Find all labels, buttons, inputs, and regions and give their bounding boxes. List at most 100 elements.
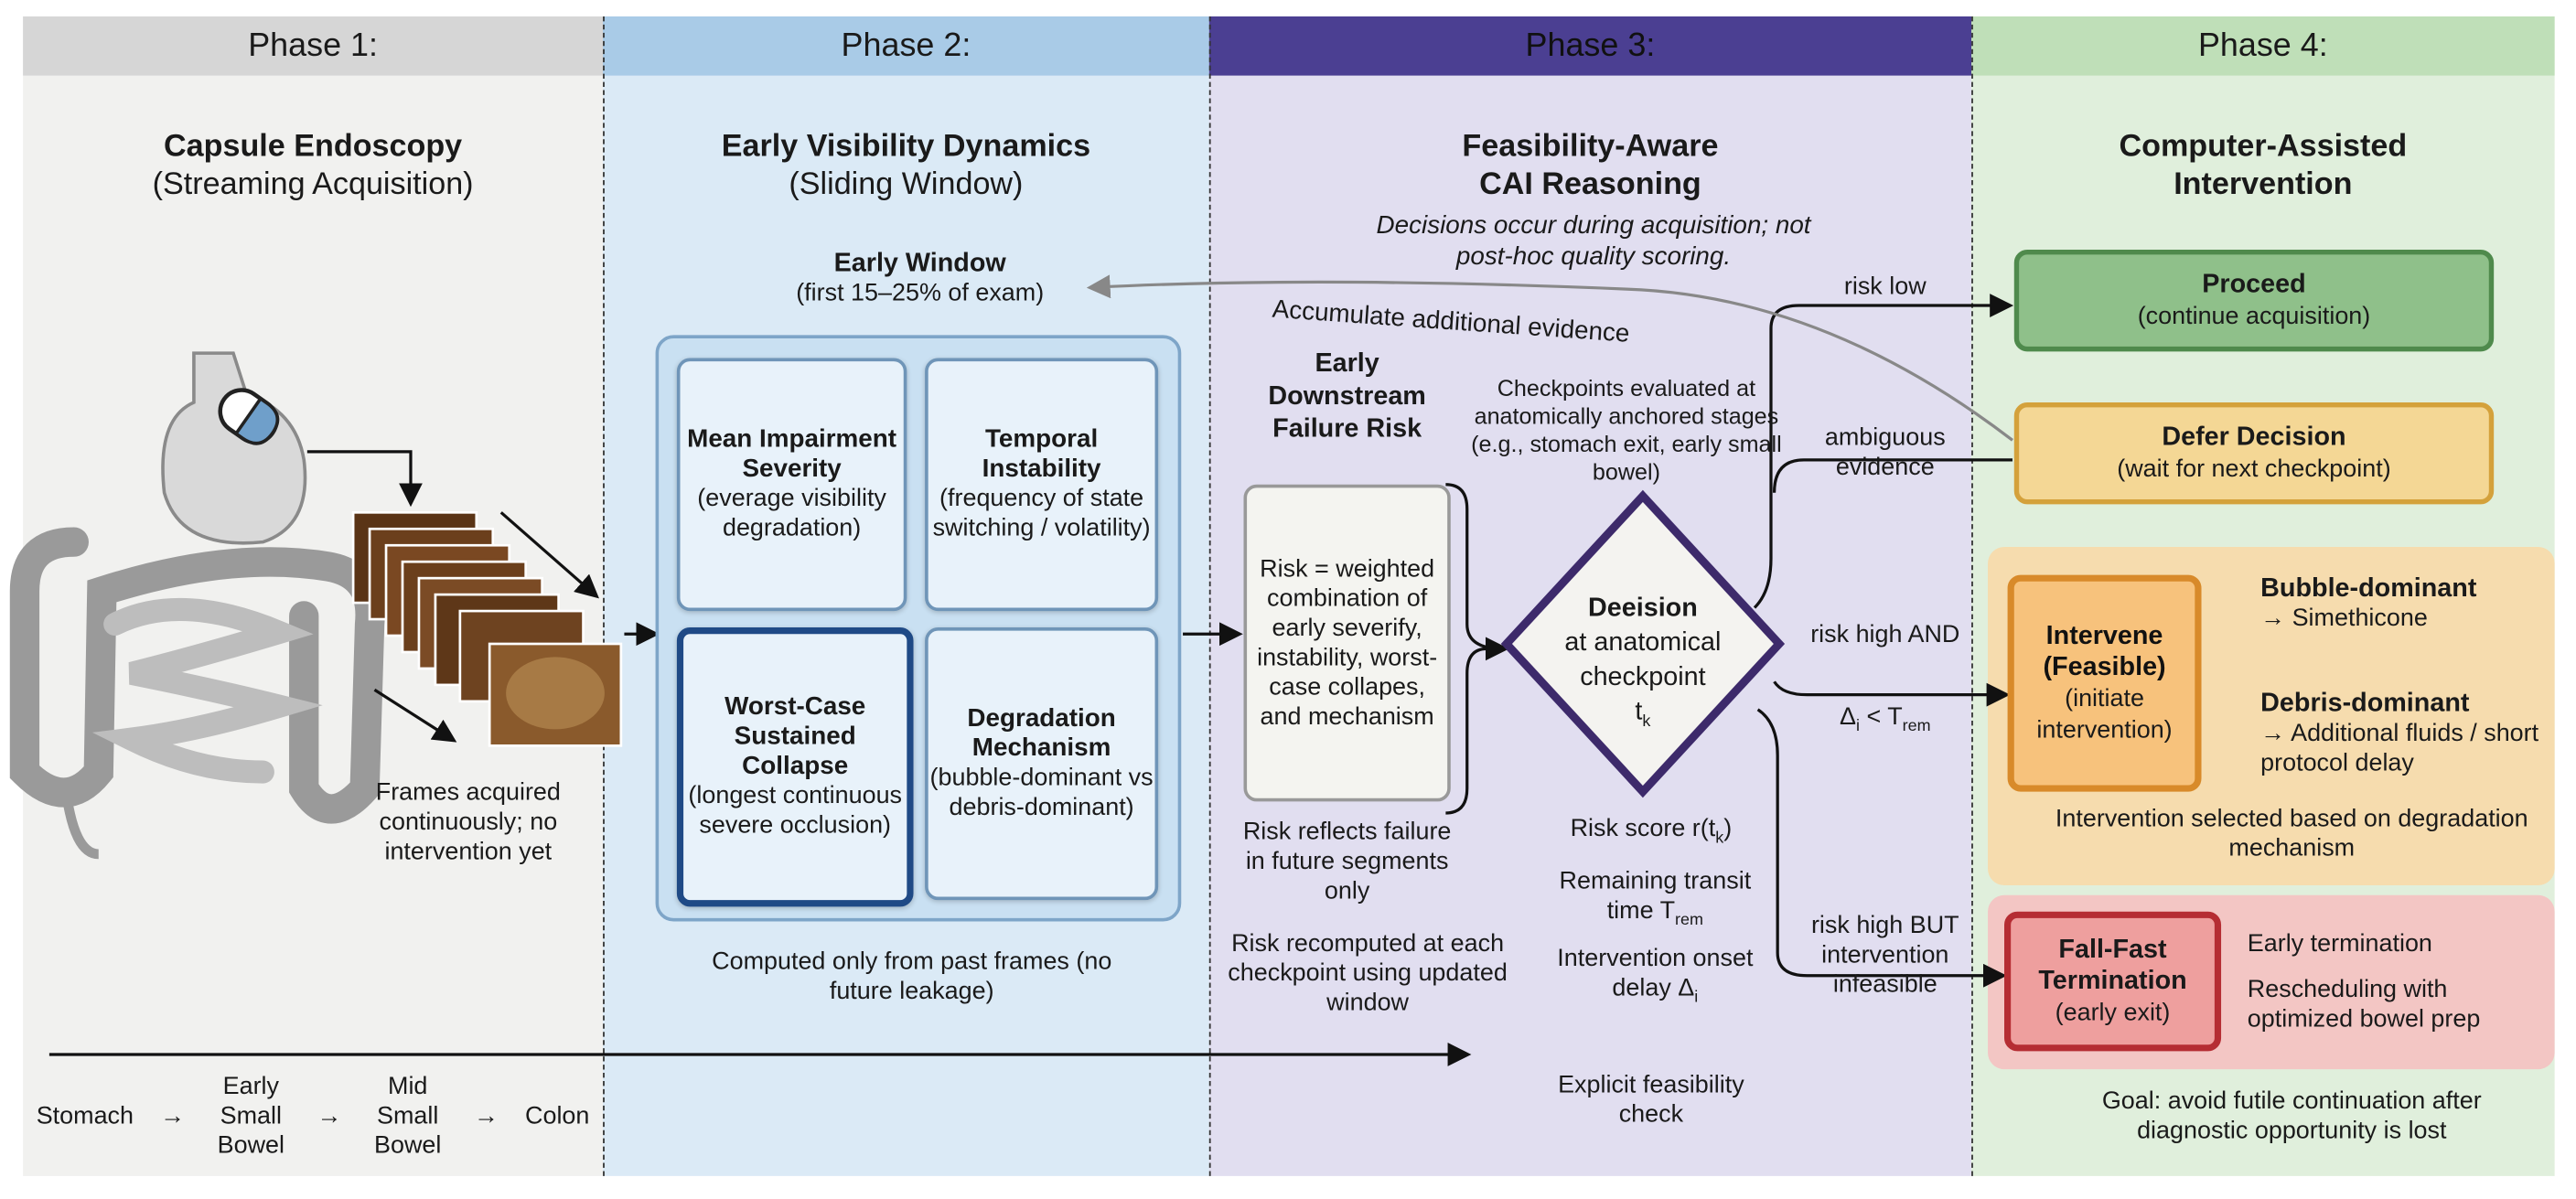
debris-title: Debris-dominant <box>2260 690 2470 718</box>
branch-risk-low <box>1753 294 2014 609</box>
onset-sub: i <box>1694 989 1699 1007</box>
bubble-action: → Simethicone <box>2260 604 2428 633</box>
explicit-feasibility-label: Explicit feasibility check <box>1558 1070 1744 1129</box>
failfast-title: Fall-Fast Termination <box>2038 936 2187 996</box>
decision-var: t <box>1635 698 1643 726</box>
stage-arrow: → <box>160 1102 186 1130</box>
card-title: Worst-Case Sustained Collapse <box>724 692 866 781</box>
phase-4-header: Phase 4: <box>1971 16 2555 76</box>
phase-3-subtitle: CAI Reasoning <box>1479 167 1701 202</box>
decision-body: at anatomical checkpoint <box>1564 628 1722 692</box>
intervene-sub: (initiate intervention) <box>2036 684 2173 744</box>
phase-1-title: Capsule Endoscopy(Streaming Acquisition) <box>23 128 603 204</box>
stage-early-small-bowel: Early Small Bowel <box>217 1072 284 1160</box>
remaining-text: Remaining transit time T <box>1559 867 1752 926</box>
cond-mid: < T <box>1859 702 1903 732</box>
branch-ambiguous <box>1772 458 2012 493</box>
bubble-option: Bubble-dominant→ Simethicone <box>2231 575 2543 635</box>
card-title: Degradation Mechanism <box>967 704 1116 763</box>
checkpoints-note: Checkpoints evaluated at anatomically an… <box>1471 374 1782 485</box>
feedback-arrow <box>1086 274 2013 442</box>
phase-2-subtitle: (Sliding Window) <box>789 167 1024 202</box>
proceed-sub: (continue acquisition) <box>2137 302 2371 330</box>
stage-stomach: Stomach <box>36 1102 134 1130</box>
cond-sub: rem <box>1902 717 1931 736</box>
decision-title: Deeision <box>1588 594 1698 623</box>
intervene-title: Intervene (Feasible) <box>2043 622 2166 682</box>
phase-1-title-main: Capsule Endoscopy <box>164 129 463 165</box>
card-title: Temporal Instability <box>982 425 1101 483</box>
proceed-box: Proceed(continue acquisition) <box>2013 249 2495 352</box>
defer-title: Defer Decision <box>2162 423 2346 452</box>
goal-note: Goal: avoid futile continuation after di… <box>2101 1087 2482 1145</box>
card-degradation-mechanism: Degradation Mechanism(bubble-dominant vs… <box>925 627 1159 901</box>
arrow <box>306 450 423 508</box>
risk-recomputed-note: Risk recomputed at each checkpoint using… <box>1228 929 1508 1017</box>
bubble-title: Bubble-dominant <box>2260 574 2477 604</box>
card-body: (longest continuous severe occlusion) <box>688 781 903 840</box>
frames-caption: Frames acquired continuously; no interve… <box>375 778 561 866</box>
intervention-note: Intervention selected based on degradati… <box>2055 804 2528 862</box>
branch-low-label: risk low <box>1843 273 1927 301</box>
onset-delay-label: Intervention onset delay Δi <box>1544 945 1766 1013</box>
cond-delta: Δ <box>1839 702 1856 732</box>
phase-1-subtitle: (Streaming Acquisition) <box>152 167 474 202</box>
card-body: (frequency of state switching / volatili… <box>932 484 1151 542</box>
gi-tract-icon <box>9 351 385 860</box>
phase-1-header: Phase 1: <box>23 16 604 76</box>
branch-high-and-label: risk high AND <box>1810 620 1960 649</box>
phase-2-header: Phase 2: <box>603 16 1209 76</box>
stage-sequence: Stomach → Early Small Bowel → Mid Small … <box>23 1071 603 1163</box>
decision-label: Deeision at anatomical checkpoint tk <box>1544 592 1742 740</box>
card-temporal-instability: Temporal Instability(frequency of state … <box>925 358 1159 612</box>
decision-diamond <box>1500 489 1786 798</box>
risk-reflects-note: Risk reflects failure in future segments… <box>1242 818 1452 905</box>
branch-risk-high-but <box>1756 708 2007 988</box>
phase-2-title: Early Visibility Dynamics(Sliding Window… <box>603 128 1209 204</box>
early-window-title: Early Window <box>833 249 1006 278</box>
card-worst-case-collapse: Worst-Case Sustained Collapse(longest co… <box>676 627 914 907</box>
stage-arrow: → <box>473 1102 499 1130</box>
debris-action: → Additional fluids / short protocol del… <box>2260 719 2539 777</box>
card-title: Mean Impairment Severity <box>687 425 897 483</box>
risk-score-text: Risk score r(t <box>1570 814 1716 843</box>
stage-colon: Colon <box>525 1102 590 1130</box>
phase-2-title-main: Early Visibility Dynamics <box>721 129 1091 165</box>
failfast-sub: (early exit) <box>2055 998 2171 1027</box>
frame-stack <box>351 510 623 747</box>
risk-heading: Early Downstream Failure Risk <box>1268 349 1426 444</box>
capsule-icon <box>218 388 280 445</box>
card-mean-impairment: Mean Impairment Severity(everage visibil… <box>676 358 907 612</box>
phase-4-title-main: Computer-Assisted <box>2119 129 2408 165</box>
divider <box>1971 16 1973 1176</box>
failfast-box: Fall-Fast Termination(early exit) <box>2003 911 2222 1052</box>
phase-3-title-main: Feasibility-Aware <box>1462 129 1719 165</box>
decision-sub: k <box>1642 712 1651 732</box>
risk-score-end: ) <box>1723 814 1733 843</box>
branch-condition: Δi < Trem <box>1799 703 1972 743</box>
branch-high-but-label: risk high BUT intervention infeasible <box>1810 911 1959 999</box>
phase-4-subtitle: Intervention <box>2174 167 2353 202</box>
risk-score-sub: k <box>1715 829 1724 848</box>
branch-risk-high-and <box>1773 680 2011 707</box>
early-window-heading: Early Window (first 15–25% of exam) <box>657 250 1183 309</box>
intervene-box: Intervene (Feasible)(initiate interventi… <box>2007 574 2202 792</box>
stage-mid-small-bowel: Mid Small Bowel <box>374 1072 442 1160</box>
card-body: (bubble-dominant vs debris-dominant) <box>929 764 1154 821</box>
rescheduling-label: Rescheduling with optimized bowel prep <box>2247 975 2481 1033</box>
onset-text: Intervention onset delay Δ <box>1557 944 1754 1002</box>
remaining-sub: rem <box>1675 911 1704 930</box>
phase-3-header: Phase 3: <box>1208 16 1972 76</box>
early-termination-label: Early termination <box>2247 929 2432 958</box>
phase2-footer: Computed only from past frames (no futur… <box>712 947 1112 1006</box>
debris-option: Debris-dominant→ Additional fluids / sho… <box>2231 690 2543 778</box>
defer-box: Defer Decision (wait for next checkpoint) <box>2013 401 2495 505</box>
risk-formula-box: Risk = weighted combination of early sev… <box>1243 484 1451 802</box>
card-body: (everage visibility degradation) <box>697 484 886 542</box>
divider <box>1208 16 1211 1176</box>
branch-ambiguous-label: ambiguous evidence <box>1824 423 1946 482</box>
defer-sub: (wait for next checkpoint) <box>2117 455 2391 483</box>
divider <box>603 16 605 1176</box>
